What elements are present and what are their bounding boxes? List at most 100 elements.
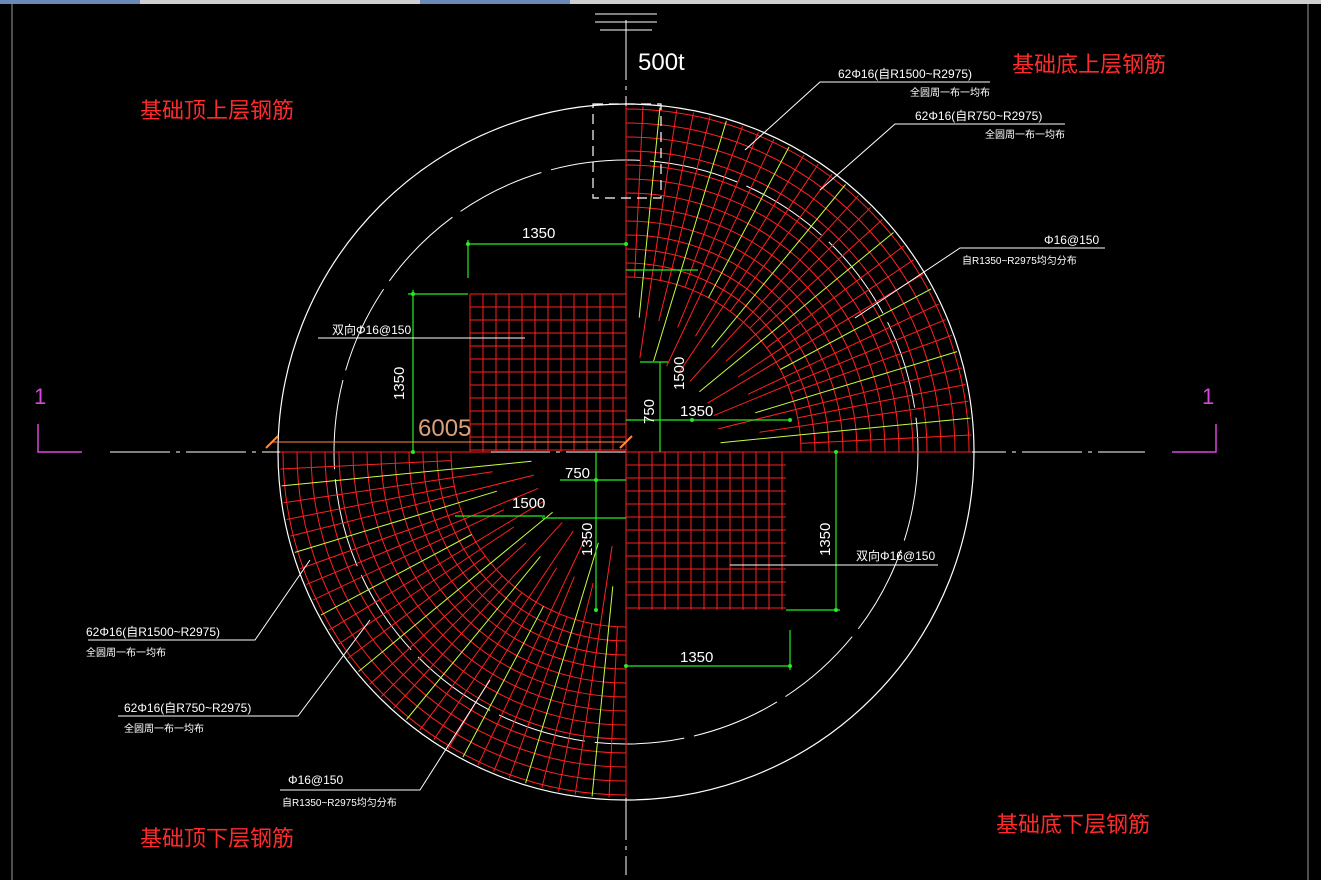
dim-text-1350-bottom: 1350 xyxy=(680,649,713,666)
note-bl3-main: Φ16@150 xyxy=(288,773,343,787)
dim-tick-6005-left xyxy=(265,435,279,449)
section-label-left: 1 xyxy=(34,384,46,409)
label-bottom-left: 基础顶下层钢筋 xyxy=(140,827,294,852)
cad-drawing-canvas[interactable]: 1 1 500t 基础顶上层钢筋 基础底上层钢筋 基础顶下层钢筋 基础底下层钢筋… xyxy=(0,4,1321,880)
rebar-radial xyxy=(320,534,472,616)
rebar-radial xyxy=(283,471,493,504)
dim-text-750-lower: 750 xyxy=(565,465,590,482)
note-mesh-left: 双向Φ16@150 xyxy=(332,322,411,337)
rebar-radial xyxy=(447,567,558,750)
rebar-radial xyxy=(634,106,644,278)
rebar-radial xyxy=(759,400,969,433)
rebar-radial xyxy=(737,259,914,378)
note-mesh-right: 双向Φ16@150 xyxy=(856,548,935,563)
dimension-ticks xyxy=(411,242,838,668)
note-tr3-sub: 自R1350~R2975均匀分布 xyxy=(962,254,1077,267)
rebar-ring xyxy=(450,451,627,628)
rebar-radial xyxy=(797,384,966,419)
note-bl3-sub: 自R1350~R2975均匀分布 xyxy=(282,796,397,809)
dim-text-1500-lower: 1500 xyxy=(512,495,545,512)
rebar-radial xyxy=(677,132,759,328)
rebar-radial xyxy=(294,490,497,553)
note-tr1-main: 62Φ16(自R1500~R2975) xyxy=(838,67,972,81)
rebar-radial xyxy=(658,116,711,322)
rebar-radial xyxy=(638,107,661,318)
dim-tick-6005-right xyxy=(619,435,633,449)
rebar-radial xyxy=(280,460,452,470)
rebar-radial xyxy=(290,474,534,537)
rebar-radial xyxy=(790,334,952,394)
note-bl1-main: 62Φ16(自R1500~R2975) xyxy=(86,625,220,639)
rebar-radial xyxy=(508,616,568,778)
rebar-radial xyxy=(306,487,539,585)
rebar-radial xyxy=(608,626,618,798)
rebar-radial xyxy=(419,592,523,731)
rebar-radial xyxy=(653,120,727,362)
rebar-radial xyxy=(659,112,694,281)
rebar-quadrant-bottom-left xyxy=(280,451,627,798)
rebar-ring xyxy=(625,276,802,453)
rebar-radial xyxy=(718,367,962,430)
section-label-right: 1 xyxy=(1202,384,1214,409)
rebar-radial xyxy=(725,219,883,362)
rebar-radial xyxy=(780,288,932,370)
rebar-radial xyxy=(689,195,859,382)
note-tr2-main: 62Φ16(自R750~R2975) xyxy=(915,109,1042,123)
rebar-radial xyxy=(328,500,545,631)
rebar-radial xyxy=(766,245,905,349)
rebar-radial xyxy=(694,154,805,337)
note-tr1-sub: 全圆周一布一均布 xyxy=(910,86,990,99)
leader-lines xyxy=(88,81,1105,791)
rebar-radial xyxy=(300,510,462,570)
rebar-radial xyxy=(541,582,594,788)
rebar-radial xyxy=(358,511,553,672)
note-tr2-sub: 全圆周一布一均布 xyxy=(985,128,1065,141)
rebar-radial xyxy=(286,485,455,520)
dim-text-1350-center: 1350 xyxy=(579,523,596,556)
dim-text-1350-left: 1350 xyxy=(391,367,408,400)
top-label: 500t xyxy=(638,49,685,76)
rebar-radial xyxy=(493,576,575,772)
label-top-left: 基础顶上层钢筋 xyxy=(140,99,294,124)
rebar-radial xyxy=(699,232,894,393)
rebar-radial xyxy=(684,126,744,288)
rebar-radial xyxy=(711,184,846,348)
section-mark-right xyxy=(1172,424,1217,453)
dim-text-1350-top: 1350 xyxy=(522,225,555,242)
tab-strip-mid xyxy=(420,0,570,4)
note-bl2-main: 62Φ16(自R750~R2975) xyxy=(124,701,251,715)
rebar-radial xyxy=(749,206,872,329)
rebar-radial xyxy=(312,509,505,601)
dim-text-6005: 6005 xyxy=(418,415,471,442)
rebar-radial xyxy=(338,526,515,645)
rebar-radial xyxy=(720,417,971,444)
window-top-bar xyxy=(0,0,1321,4)
dim-text-1350-right: 1350 xyxy=(817,523,834,556)
section-mark-left xyxy=(37,424,82,453)
rebar-radial xyxy=(708,146,790,298)
rebar-radial xyxy=(713,319,946,417)
rebar-radial xyxy=(433,530,574,740)
rebar-radial xyxy=(380,575,503,698)
rebar-radial xyxy=(747,303,940,395)
dim-text-1500-upper: 1500 xyxy=(671,357,688,390)
rebar-radial xyxy=(477,537,586,766)
rebar-radial xyxy=(281,460,532,487)
rebar-radial xyxy=(729,173,833,312)
rebar-radial xyxy=(800,434,972,444)
rebar-radial xyxy=(406,556,541,720)
note-bl2-sub: 全圆周一布一均布 xyxy=(124,722,204,735)
rebar-radial xyxy=(755,351,958,414)
rebar-radial xyxy=(369,542,527,685)
note-tr3-main: Φ16@150 xyxy=(1044,233,1099,247)
rebar-radial xyxy=(707,273,924,404)
rebar-radial xyxy=(347,555,486,659)
rebar-radial xyxy=(525,542,599,784)
tab-strip-left xyxy=(0,0,140,4)
note-bl1-sub: 全圆周一布一均布 xyxy=(86,646,166,659)
rebar-mesh-right xyxy=(625,451,786,610)
rebar-radial xyxy=(462,606,544,758)
label-top-right: 基础底上层钢筋 xyxy=(1012,53,1166,78)
dim-text-750-upper: 750 xyxy=(641,399,658,424)
rebar-radial xyxy=(393,522,563,709)
